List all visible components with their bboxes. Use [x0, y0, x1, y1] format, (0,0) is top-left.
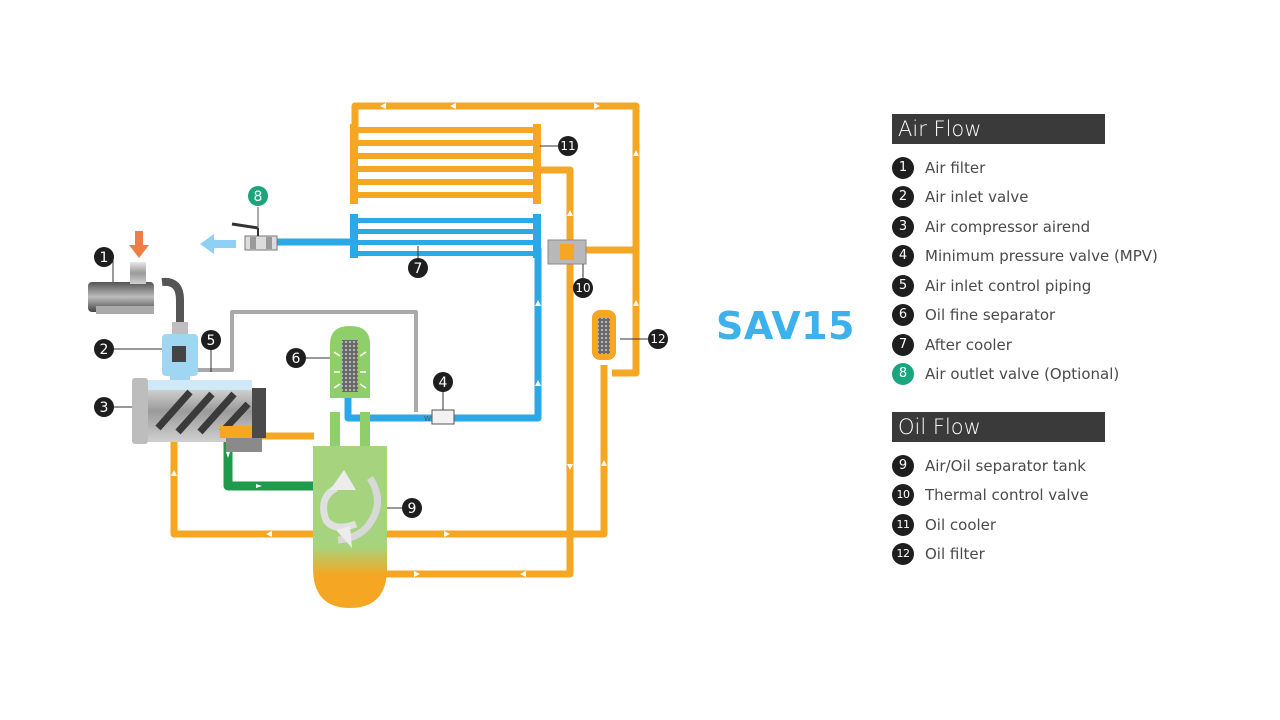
number-badge: 10	[892, 484, 914, 507]
oil-fine-separator	[330, 326, 370, 398]
air-outlet-valve	[231, 207, 278, 251]
svg-text:11: 11	[560, 139, 575, 153]
legend-label: Air inlet control piping	[925, 276, 1092, 295]
number-badge: 6	[892, 304, 914, 327]
air-flow-arrows	[535, 300, 541, 386]
legend-label: Oil fine separator	[925, 306, 1056, 325]
svg-text:6: 6	[292, 351, 301, 367]
svg-text:W: W	[424, 415, 431, 423]
callout-2: 2	[94, 339, 114, 359]
airend	[132, 378, 266, 452]
svg-text:12: 12	[650, 332, 665, 346]
number-badge: 12	[892, 543, 914, 566]
legend-label: Minimum pressure valve (MPV)	[925, 247, 1158, 266]
legend-item-airend: 3 Air compressor airend	[892, 212, 1192, 242]
legend-item-air-inlet-valve: 2 Air inlet valve	[892, 183, 1192, 213]
callout-5: 5	[201, 330, 221, 350]
legend-item-after-cooler: 7 After cooler	[892, 330, 1192, 360]
oil-flow-arrows	[171, 103, 639, 577]
number-badge: 2	[892, 186, 914, 209]
svg-text:1: 1	[100, 250, 109, 266]
number-badge: 9	[892, 454, 914, 477]
legend-label: Air inlet valve	[925, 188, 1029, 207]
svg-text:9: 9	[408, 501, 417, 517]
svg-text:8: 8	[254, 189, 263, 205]
svg-text:5: 5	[207, 333, 216, 349]
legend-label: Oil cooler	[925, 515, 997, 534]
svg-text:2: 2	[100, 342, 109, 358]
callout-11: 11	[558, 136, 578, 156]
legend-item-air-filter: 1 Air filter	[892, 153, 1192, 183]
callout-4: 4	[433, 372, 453, 392]
legend-label: After cooler	[925, 335, 1012, 354]
outlet-arrow	[200, 234, 236, 254]
oil-flow-title: Oil Flow	[892, 412, 1105, 442]
legend-item-oil-fine-separator: 6 Oil fine separator	[892, 301, 1192, 331]
air-inlet-valve	[162, 322, 198, 386]
control-piping	[196, 310, 418, 412]
legend-label: Oil filter	[925, 545, 985, 564]
callout-6: 6	[286, 348, 306, 368]
legend-item-air-outlet-valve: 8 Air outlet valve (Optional)	[892, 360, 1192, 390]
legend-label: Thermal control valve	[925, 486, 1089, 505]
legend-label: Air/Oil separator tank	[925, 456, 1086, 475]
svg-text:7: 7	[414, 261, 423, 277]
air-intake-arrow	[129, 231, 149, 258]
legend-label: Air compressor airend	[925, 217, 1091, 236]
callout-8: 8	[248, 186, 268, 206]
svg-text:4: 4	[439, 375, 448, 391]
legend-item-separator-tank: 9 Air/Oil separator tank	[892, 451, 1192, 481]
after-cooler	[350, 214, 541, 258]
air-piping	[276, 238, 542, 422]
callout-10: 10	[573, 278, 593, 298]
number-badge: 4	[892, 245, 914, 268]
callout-1: 1	[94, 247, 114, 267]
oil-flow-legend: Oil Flow 9 Air/Oil separator tank 10 Therm…	[892, 412, 1192, 569]
separator-tank	[313, 412, 387, 608]
minimum-pressure-valve: W	[424, 409, 455, 425]
number-badge: 5	[892, 274, 914, 297]
svg-text:3: 3	[100, 400, 109, 416]
legend-item-mpv: 4 Minimum pressure valve (MPV)	[892, 242, 1192, 272]
callout-3: 3	[94, 397, 114, 417]
number-badge: 11	[892, 513, 914, 536]
legend-item-control-piping: 5 Air inlet control piping	[892, 271, 1192, 301]
callout-7: 7	[408, 258, 428, 278]
thermal-control-valve	[547, 239, 587, 265]
legend-label: Air outlet valve (Optional)	[925, 365, 1120, 384]
number-badge: 7	[892, 333, 914, 356]
number-badge: 1	[892, 156, 914, 179]
callout-lines	[112, 145, 648, 509]
svg-text:10: 10	[575, 281, 590, 295]
air-flow-title: Air Flow	[892, 114, 1105, 144]
number-badge: 3	[892, 215, 914, 238]
number-badge: 8	[892, 363, 914, 386]
air-filter	[88, 262, 184, 322]
legend-item-oil-filter: 12 Oil filter	[892, 540, 1192, 570]
air-flow-list: 1 Air filter 2 Air inlet valve 3 Air compre…	[892, 153, 1192, 389]
legend-item-oil-cooler: 11 Oil cooler	[892, 510, 1192, 540]
callout-12: 12	[648, 329, 668, 349]
model-name: SAV15	[716, 304, 855, 348]
legend-label: Air filter	[925, 158, 986, 177]
oil-filter	[592, 310, 616, 360]
oil-flow-list: 9 Air/Oil separator tank 10 Thermal contro…	[892, 451, 1192, 569]
legend-item-thermal-valve: 10 Thermal control valve	[892, 481, 1192, 511]
oil-cooler	[350, 124, 541, 204]
callout-9: 9	[402, 498, 422, 518]
